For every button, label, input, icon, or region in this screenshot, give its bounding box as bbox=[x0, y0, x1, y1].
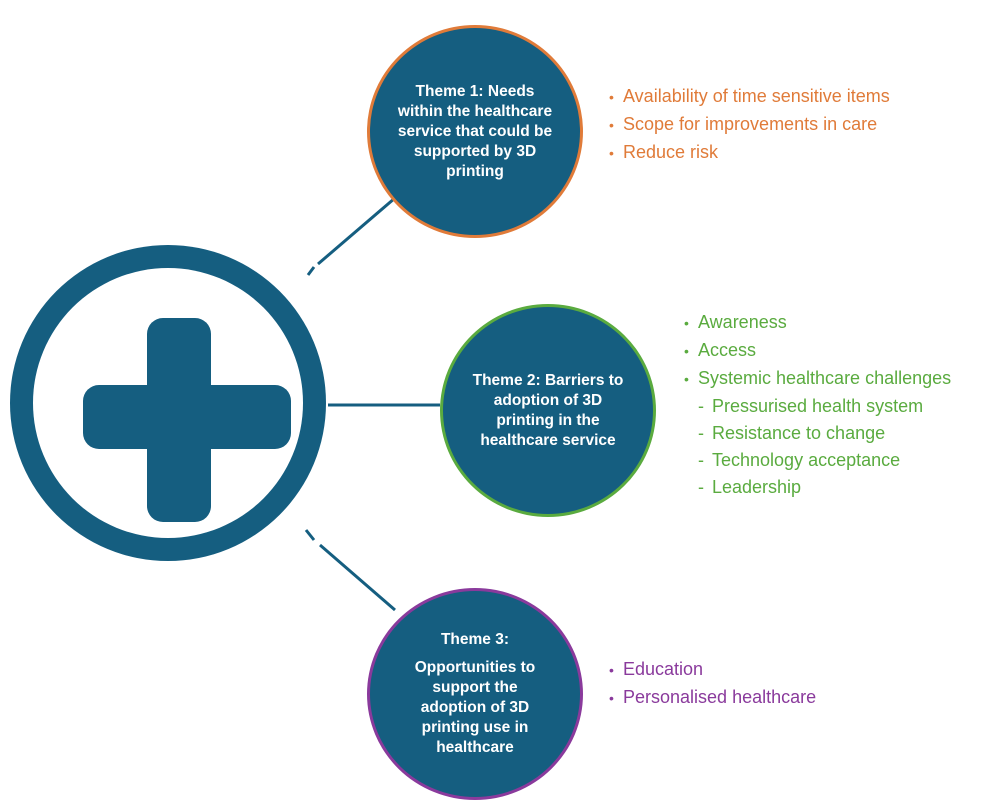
connector-theme1-tick bbox=[306, 266, 316, 276]
theme-3-title-block: Theme 3: Opportunities to support the ad… bbox=[370, 630, 580, 758]
connector-theme3-tick bbox=[304, 529, 316, 541]
list-item: •Awareness bbox=[684, 309, 951, 337]
theme-3-title: Opportunities to support the adoption of… bbox=[414, 659, 536, 756]
theme-1-circle: Theme 1: Needs within the healthcare ser… bbox=[367, 25, 583, 238]
sub-list-item: -Technology acceptance bbox=[684, 447, 951, 474]
bullet-marker: • bbox=[684, 371, 689, 387]
list-item: •Availability of time sensitive items bbox=[609, 83, 890, 111]
theme-1-bullet-list: •Availability of time sensitive items •S… bbox=[609, 83, 890, 167]
bullet-marker: • bbox=[609, 89, 614, 105]
list-item: •Systemic healthcare challenges bbox=[684, 365, 951, 393]
theme-3-bullet-list: •Education •Personalised healthcare bbox=[609, 656, 816, 712]
medical-cross-icon bbox=[33, 268, 303, 538]
theme-3-heading: Theme 3: bbox=[440, 631, 510, 648]
connector-theme3 bbox=[319, 543, 396, 612]
list-item: •Reduce risk bbox=[609, 139, 890, 167]
theme-2-bullet-list: •Awareness •Access •Systemic healthcare … bbox=[684, 309, 951, 501]
bullet-marker: • bbox=[609, 145, 614, 161]
bullet-marker: • bbox=[684, 343, 689, 359]
cross-horizontal-bar bbox=[83, 385, 291, 449]
sub-bullet-marker: - bbox=[698, 477, 704, 497]
list-item: •Scope for improvements in care bbox=[609, 111, 890, 139]
sub-bullet-marker: - bbox=[698, 450, 704, 470]
central-hub bbox=[10, 245, 326, 561]
sub-list-item: -Leadership bbox=[684, 474, 951, 501]
theme-1-title: Theme 1: Needs within the healthcare ser… bbox=[397, 82, 553, 180]
sub-list-item: -Pressurised health system bbox=[684, 393, 951, 420]
theme-2-title: Theme 2: Barriers to adoption of 3D prin… bbox=[472, 371, 624, 449]
theme-3-circle: Theme 3: Opportunities to support the ad… bbox=[367, 588, 583, 800]
bullet-marker: • bbox=[609, 662, 614, 678]
sub-list-item: -Resistance to change bbox=[684, 420, 951, 447]
sub-bullet-marker: - bbox=[698, 396, 704, 416]
theme-2-circle: Theme 2: Barriers to adoption of 3D prin… bbox=[440, 304, 656, 517]
bullet-marker: • bbox=[684, 315, 689, 331]
bullet-marker: • bbox=[609, 117, 614, 133]
list-item: •Access bbox=[684, 337, 951, 365]
bullet-marker: • bbox=[609, 690, 614, 706]
sub-bullet-marker: - bbox=[698, 423, 704, 443]
list-item: •Personalised healthcare bbox=[609, 684, 816, 712]
connector-theme1 bbox=[317, 196, 396, 266]
list-item: •Education bbox=[609, 656, 816, 684]
